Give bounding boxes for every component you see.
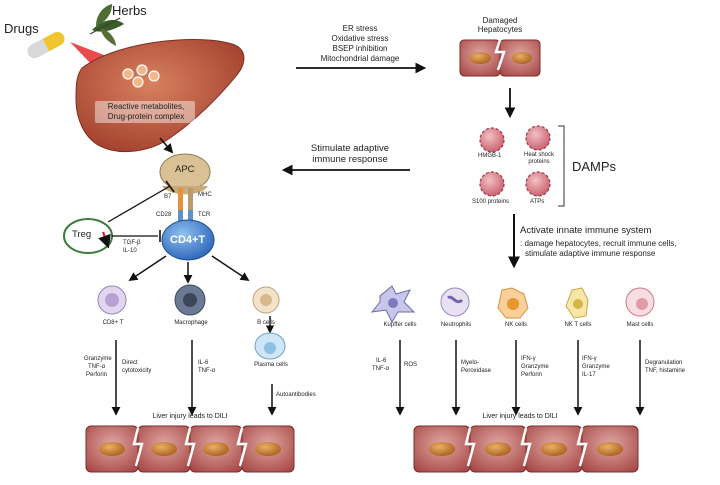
treg-label: Treg [72, 229, 92, 240]
kupffer-label: Kupffer cells [383, 322, 417, 328]
liver-injury-label-right: Liver injury leads to DILI [482, 413, 558, 420]
cd8t-label: CD8+ T [102, 320, 124, 326]
hepatocyte-row-right [413, 425, 639, 473]
damaged-hepatocytes-icon [459, 39, 541, 77]
perforin-label-nk: Perforin [521, 372, 543, 378]
liver-injury-label-left: Liver injury leads to DILI [152, 413, 228, 420]
tgf-beta-label: TGF-β [123, 240, 141, 246]
heat-shock-label: Heat shock [523, 152, 554, 158]
oxidative-stress-label: Oxidative stress [331, 34, 389, 43]
mitochondrial-damage-label: Mitochondrial damage [320, 54, 400, 63]
hepatocyte-row-left [85, 425, 295, 473]
myelo-label: Myelo- [461, 360, 480, 366]
granzyme-label-nkt: Granzyme [582, 364, 610, 370]
liver-icon [75, 38, 245, 152]
cytotoxicity-label: cytotoxicity [122, 368, 152, 374]
innate-desc-1: : damage hepatocytes, recruit immune cel… [520, 239, 677, 248]
herbs-icon [89, 4, 124, 46]
b7-label: B7 [164, 194, 172, 200]
immune-response-label: immune response [312, 154, 388, 165]
innate-desc-2: stimulate adaptive immune response [525, 249, 656, 258]
mhc-receptor [188, 188, 193, 210]
reactive-metabolites-label: Reactive metabolites, [107, 102, 185, 111]
cd4t-label: CD4+T [170, 234, 206, 246]
tcr-receptor [188, 210, 193, 222]
tnf-label-kupffer: TNF-α [372, 366, 390, 372]
activate-innate-label: Activate innate immune system [520, 225, 652, 236]
er-stress-label: ER stress [342, 24, 378, 33]
direct-label: Direct [122, 360, 138, 366]
macrophage-label: Macrophage [174, 320, 208, 326]
mast-cells-label: Mast cells [626, 322, 654, 328]
plasma-cells-label: Plasma cells [254, 362, 288, 368]
drugs-label: Drugs [4, 21, 39, 36]
granzyme-label-nk: Granzyme [521, 364, 549, 370]
atps-label: ATPs [530, 199, 545, 205]
tnf-label-macrophage: TNF-α [198, 368, 216, 374]
hepatocytes-label: Hepatocytes [477, 25, 523, 34]
bsep-inhibition-label: BSEP inhibition [332, 44, 388, 53]
drug-capsule-icon [27, 31, 65, 59]
cd4t-cell [161, 219, 215, 261]
apc-label: APC [175, 164, 195, 175]
nk-cells-label: NK cells [504, 322, 527, 328]
il10-label: IL-10 [123, 248, 137, 254]
damp-cells [479, 125, 551, 197]
stimulate-adaptive-label: Stimulate adaptive [310, 143, 390, 154]
heat-shock-proteins-label: proteins [528, 159, 550, 165]
tnf-histamine-label: TNF, histamine [645, 368, 686, 374]
il6-label-kupffer: IL-6 [376, 358, 387, 364]
nkt-cells-label: NK T cells [564, 322, 592, 328]
tnf-label-cd8: TNF-α [88, 364, 106, 370]
drug-protein-complex-label: Drug-protein complex [107, 112, 185, 121]
b7-receptor [178, 188, 183, 210]
il17-label: IL-17 [582, 372, 596, 378]
hmgb1-label: HMGB-1 [478, 153, 502, 159]
perforin-label-cd8: Perforin [86, 372, 108, 378]
granzyme-label-cd8: Granzyme [84, 356, 112, 362]
b-cells-label: B cells [257, 320, 275, 326]
mhc-label: MHC [198, 192, 212, 198]
peroxidase-label: Peroxidase [461, 368, 492, 374]
autoantibodies-label: Autoantibodies [276, 392, 316, 398]
degranulation-label: Degranulation [645, 360, 683, 366]
cd28-receptor [178, 210, 183, 222]
ros-label: ROS [404, 362, 418, 368]
tcr-label: TCR [198, 212, 211, 218]
metabolite-dots [122, 64, 160, 88]
il6-label-macrophage: IL-6 [198, 360, 209, 366]
ifn-label-nk: IFN-γ [521, 356, 536, 362]
damps-label: DAMPs [572, 159, 617, 174]
herbs-label: Herbs [112, 3, 147, 18]
neutrophils-label: Neutrophils [440, 322, 472, 328]
damaged-label: Damaged [482, 16, 518, 25]
ifn-label-nkt: IFN-γ [582, 356, 597, 362]
s100-label: S100 proteins [472, 199, 510, 205]
cd28-label: CD28 [156, 212, 172, 218]
